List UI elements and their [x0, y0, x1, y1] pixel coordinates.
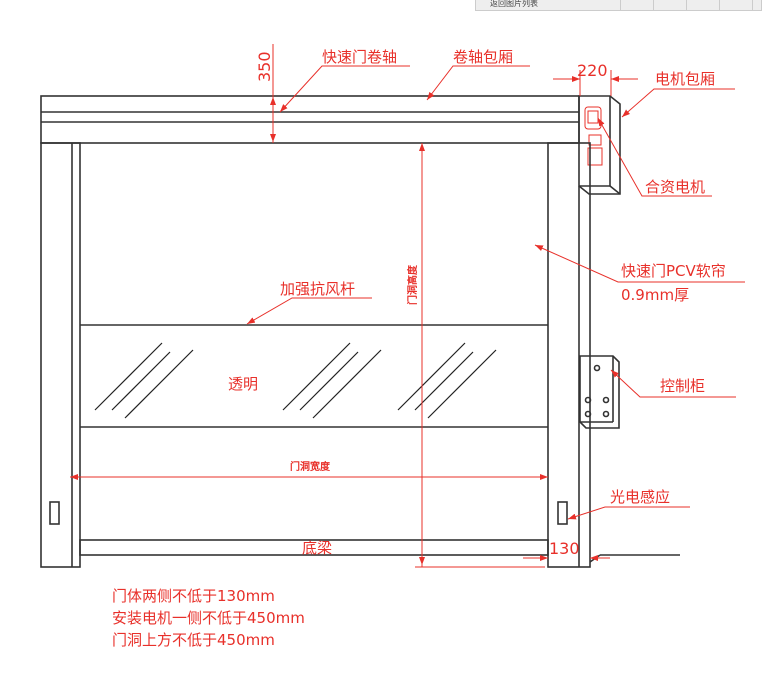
label-motor-cover: 电机包厢 [655, 70, 715, 88]
svg-text:130: 130 [549, 539, 580, 558]
dimension-130: 130 [415, 539, 610, 568]
toolbar-button[interactable] [720, 0, 753, 10]
label-bottom-beam: 底梁 [302, 539, 332, 557]
left-post [40, 142, 81, 568]
label-curtain-thickness: 0.9mm厚 [621, 286, 689, 304]
label-transparent: 透明 [228, 375, 258, 393]
shaft-housing [40, 95, 580, 144]
label-wind-bar: 加强抗风杆 [280, 280, 355, 298]
bottom-beam [79, 539, 549, 556]
svg-text:350: 350 [255, 51, 274, 82]
opening-width-dimension: 门洞宽度 [70, 460, 548, 480]
note: 门洞上方不低于450mm [112, 631, 275, 649]
right-post [547, 142, 680, 568]
label-curtain: 快速门PCV软帘 [621, 262, 726, 280]
note: 安装电机一侧不低于450mm [112, 609, 305, 627]
svg-text:门洞高度: 门洞高度 [406, 264, 419, 305]
dimension-220: 220 [553, 61, 638, 96]
right-sensor [557, 501, 568, 525]
dimension-350: 350 [255, 44, 276, 143]
motor-icon [584, 106, 603, 166]
label-control-box: 控制柜 [660, 377, 705, 395]
label-motor: 合资电机 [645, 178, 705, 196]
note: 门体两侧不低于130mm [112, 587, 275, 605]
label-photo-sensor: 光电感应 [610, 488, 670, 506]
label-shaft-cover: 卷轴包厢 [453, 48, 513, 66]
opening-height-dimension: 门洞高度 [406, 143, 425, 567]
back-to-list-button[interactable]: 返回图片列表 [476, 0, 621, 10]
toolbar-button[interactable] [687, 0, 720, 10]
transparent-window-marks [94, 342, 497, 419]
control-box [579, 355, 620, 429]
browser-toolbar: 返回图片列表 [475, 0, 762, 11]
curtain [79, 324, 549, 556]
svg-text:门洞宽度: 门洞宽度 [290, 460, 331, 473]
toolbar-button[interactable] [654, 0, 687, 10]
left-sensor [49, 501, 60, 525]
toolbar-button[interactable] [621, 0, 654, 10]
label-roller-shaft: 快速门卷轴 [322, 48, 397, 66]
svg-text:220: 220 [577, 61, 608, 80]
